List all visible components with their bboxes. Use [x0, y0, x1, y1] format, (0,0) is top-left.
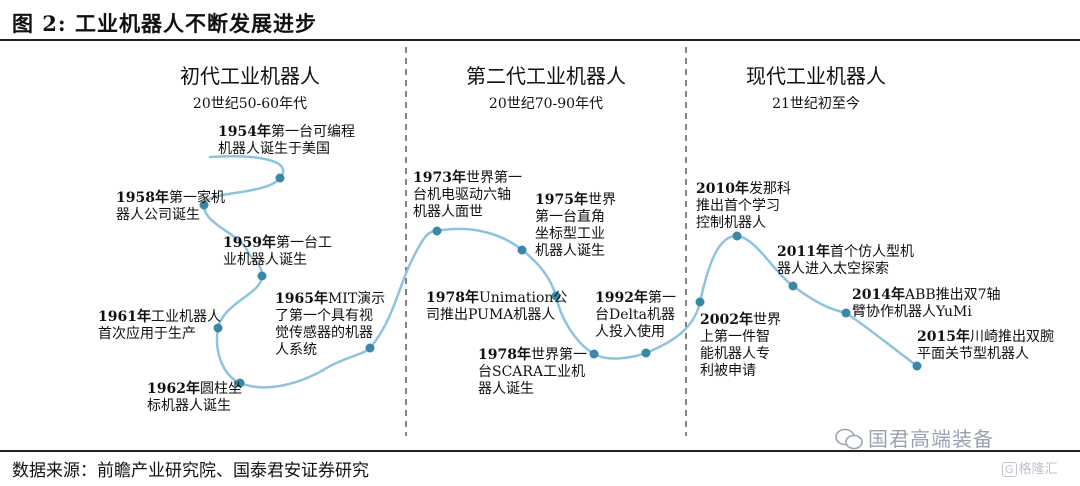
event-text: 世界第一 台机电驱动六轴 机器人面世 [413, 170, 522, 220]
event-label-2015: 2015年川崎推出双腕 平面关节型机器人 [917, 329, 1054, 363]
marker-1965 [365, 343, 375, 353]
marker-1973 [432, 226, 442, 236]
event-label-1961: 1961年工业机器人 首次应用于生产 [98, 309, 221, 343]
event-text: 世界第一 台SCARA工业机 器人诞生 [478, 347, 587, 397]
marker-1961 [213, 323, 223, 333]
event-label-1954: 1954年第一台可编程 机器人诞生于美国 [218, 124, 355, 158]
event-label-1959: 1959年第一台工 业机器人诞生 [223, 235, 332, 269]
event-text: 第一 台Delta机器 人投入使用 [595, 290, 676, 340]
marker-1978-puma [551, 291, 561, 301]
marker-1962 [235, 378, 245, 388]
event-year: 1959年 [223, 235, 276, 251]
figure-title: 图 2: 工业机器人不断发展进步 [12, 11, 317, 36]
event-text: ABB推出双7轴 臂协作机器人YuMi [852, 287, 1001, 320]
event-text: 首个仿人型机 器人进入太空探索 [777, 244, 914, 277]
era-2-period: 20世纪70-90年代 [488, 96, 604, 112]
marker-2010 [732, 231, 742, 241]
event-text: 第一台可编程 机器人诞生于美国 [218, 124, 355, 157]
event-text: 发那科 推出首个学习 控制机器人 [696, 181, 791, 231]
source-note: 数据来源：前瞻产业研究院、国泰君安证券研究 [12, 461, 369, 481]
bottom-rule [0, 450, 1080, 452]
marker-1975 [517, 245, 527, 255]
event-text: 圆柱坐 标机器人诞生 [147, 381, 242, 414]
event-label-2010: 2010年发那科 推出首个学习 控制机器人 [696, 181, 791, 232]
era-3-title: 现代工业机器人 [746, 64, 886, 88]
event-label-1973: 1973年世界第一 台机电驱动六轴 机器人面世 [413, 170, 522, 221]
era-2-title: 第二代工业机器人 [466, 64, 626, 88]
event-year: 2010年 [696, 181, 749, 197]
event-year: 2002年 [700, 312, 753, 328]
event-label-1975: 1975年世界 第一台直角 坐标型工业 机器人诞生 [535, 192, 616, 260]
marker-2015 [912, 361, 922, 371]
event-label-1962: 1962年圆柱坐 标机器人诞生 [147, 381, 242, 415]
event-text: 川崎推出双腕 平面关节型机器人 [917, 329, 1054, 362]
event-text: MIT演示 了第一个具有视 觉传感器的机器 人系统 [275, 291, 386, 358]
event-year: 1978年 [478, 347, 531, 363]
event-text: 第一台工 业机器人诞生 [223, 235, 332, 268]
badge-text: 格隆汇 [1018, 462, 1058, 477]
event-label-2011: 2011年首个仿人型机 器人进入太空探索 [777, 244, 914, 278]
marker-1959 [257, 271, 267, 281]
event-year: 2011年 [777, 244, 830, 260]
event-label-1978-scara: 1978年世界第一 台SCARA工业机 器人诞生 [478, 347, 587, 398]
event-label-1978-puma: 1978年Unimation公 司推出PUMA机器人 [426, 290, 567, 324]
event-text: 第一家机 器人公司诞生 [116, 190, 225, 223]
event-year: 1962年 [147, 381, 200, 397]
event-label-1965: 1965年MIT演示 了第一个具有视 觉传感器的机器 人系统 [275, 291, 385, 359]
event-year: 1954年 [218, 124, 271, 140]
watermark-text: 国君高端装备 [868, 427, 994, 451]
marker-1992 [641, 348, 651, 358]
top-rule [0, 39, 1080, 41]
event-text: 世界 上第一件智 能机器人专 利被申请 [700, 312, 781, 379]
event-year: 1961年 [98, 309, 151, 325]
era-3-period: 21世纪初至今 [772, 96, 860, 112]
era-1-title: 初代工业机器人 [180, 64, 320, 88]
event-year: 1975年 [535, 192, 588, 208]
marker-1954 [275, 173, 285, 183]
event-year: 1973年 [413, 170, 466, 186]
marker-1958 [199, 200, 209, 210]
event-label-1992: 1992年第一 台Delta机器 人投入使用 [595, 290, 676, 341]
event-text: 工业机器人 首次应用于生产 [98, 309, 221, 342]
event-year: 2015年 [917, 329, 970, 345]
event-year: 1958年 [116, 190, 169, 206]
badge-logo-icon: G [1002, 462, 1017, 477]
event-year: 1992年 [595, 290, 648, 306]
marker-2002 [695, 297, 705, 307]
event-text: 世界 第一台直角 坐标型工业 机器人诞生 [535, 192, 616, 259]
event-label-2014: 2014年ABB推出双7轴 臂协作机器人YuMi [852, 287, 1001, 321]
era-1-period: 20世纪50-60年代 [192, 96, 308, 112]
event-label-2002: 2002年世界 上第一件智 能机器人专 利被申请 [700, 312, 781, 380]
event-year: 2014年 [852, 287, 905, 303]
wechat-icon [835, 428, 863, 450]
event-label-1958: 1958年第一家机 器人公司诞生 [116, 190, 225, 224]
event-text: Unimation公 司推出PUMA机器人 [426, 290, 568, 323]
marker-2011 [788, 281, 798, 291]
event-year: 1965年 [275, 291, 328, 307]
event-year: 1978年 [426, 290, 479, 306]
marker-1978-scara [589, 349, 599, 359]
marker-2014 [841, 308, 851, 318]
